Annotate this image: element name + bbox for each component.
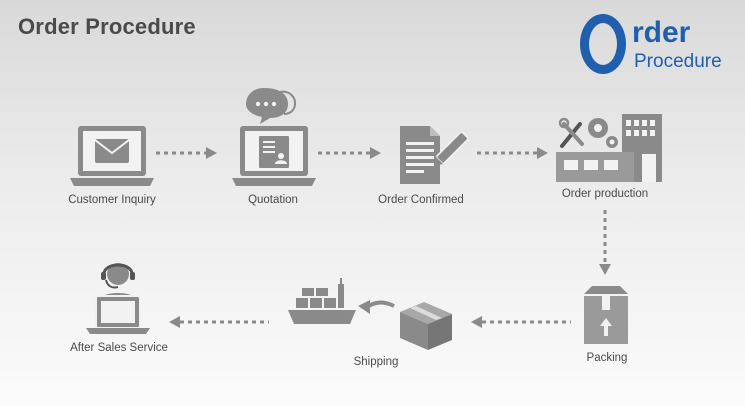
- step-label-customer-inquiry: Customer Inquiry: [68, 194, 156, 206]
- ship-box-icon: [286, 276, 456, 352]
- laptop-mail-icon: [68, 124, 156, 188]
- arrow-right-icon: [156, 146, 218, 160]
- step-label-after-sales-service: After Sales Service: [70, 342, 168, 354]
- arrow-right-icon: [318, 146, 382, 160]
- box-icon: [582, 284, 630, 346]
- step-label-order-production: Order production: [561, 188, 649, 200]
- support-agent-icon: [84, 258, 154, 334]
- logo-o-ring: [580, 14, 626, 74]
- logo-word-procedure: Procedure: [634, 51, 722, 72]
- step-label-shipping: Shipping: [353, 356, 399, 368]
- arrow-left-icon: [168, 315, 270, 329]
- document-pen-icon: [396, 124, 468, 186]
- arrow-left-icon: [470, 315, 572, 329]
- arrow-down-icon: [598, 210, 612, 276]
- step-label-order-confirmed: Order Confirmed: [378, 194, 464, 206]
- order-procedure-logo: rder Procedure: [576, 10, 726, 82]
- factory-icon: [554, 110, 666, 184]
- page-title: Order Procedure: [18, 14, 196, 39]
- logo-word-order: rder: [632, 16, 691, 49]
- laptop-chat-icon: [230, 86, 318, 188]
- step-label-quotation: Quotation: [248, 194, 298, 206]
- arrow-right-icon: [477, 146, 549, 160]
- step-label-packing: Packing: [586, 352, 628, 364]
